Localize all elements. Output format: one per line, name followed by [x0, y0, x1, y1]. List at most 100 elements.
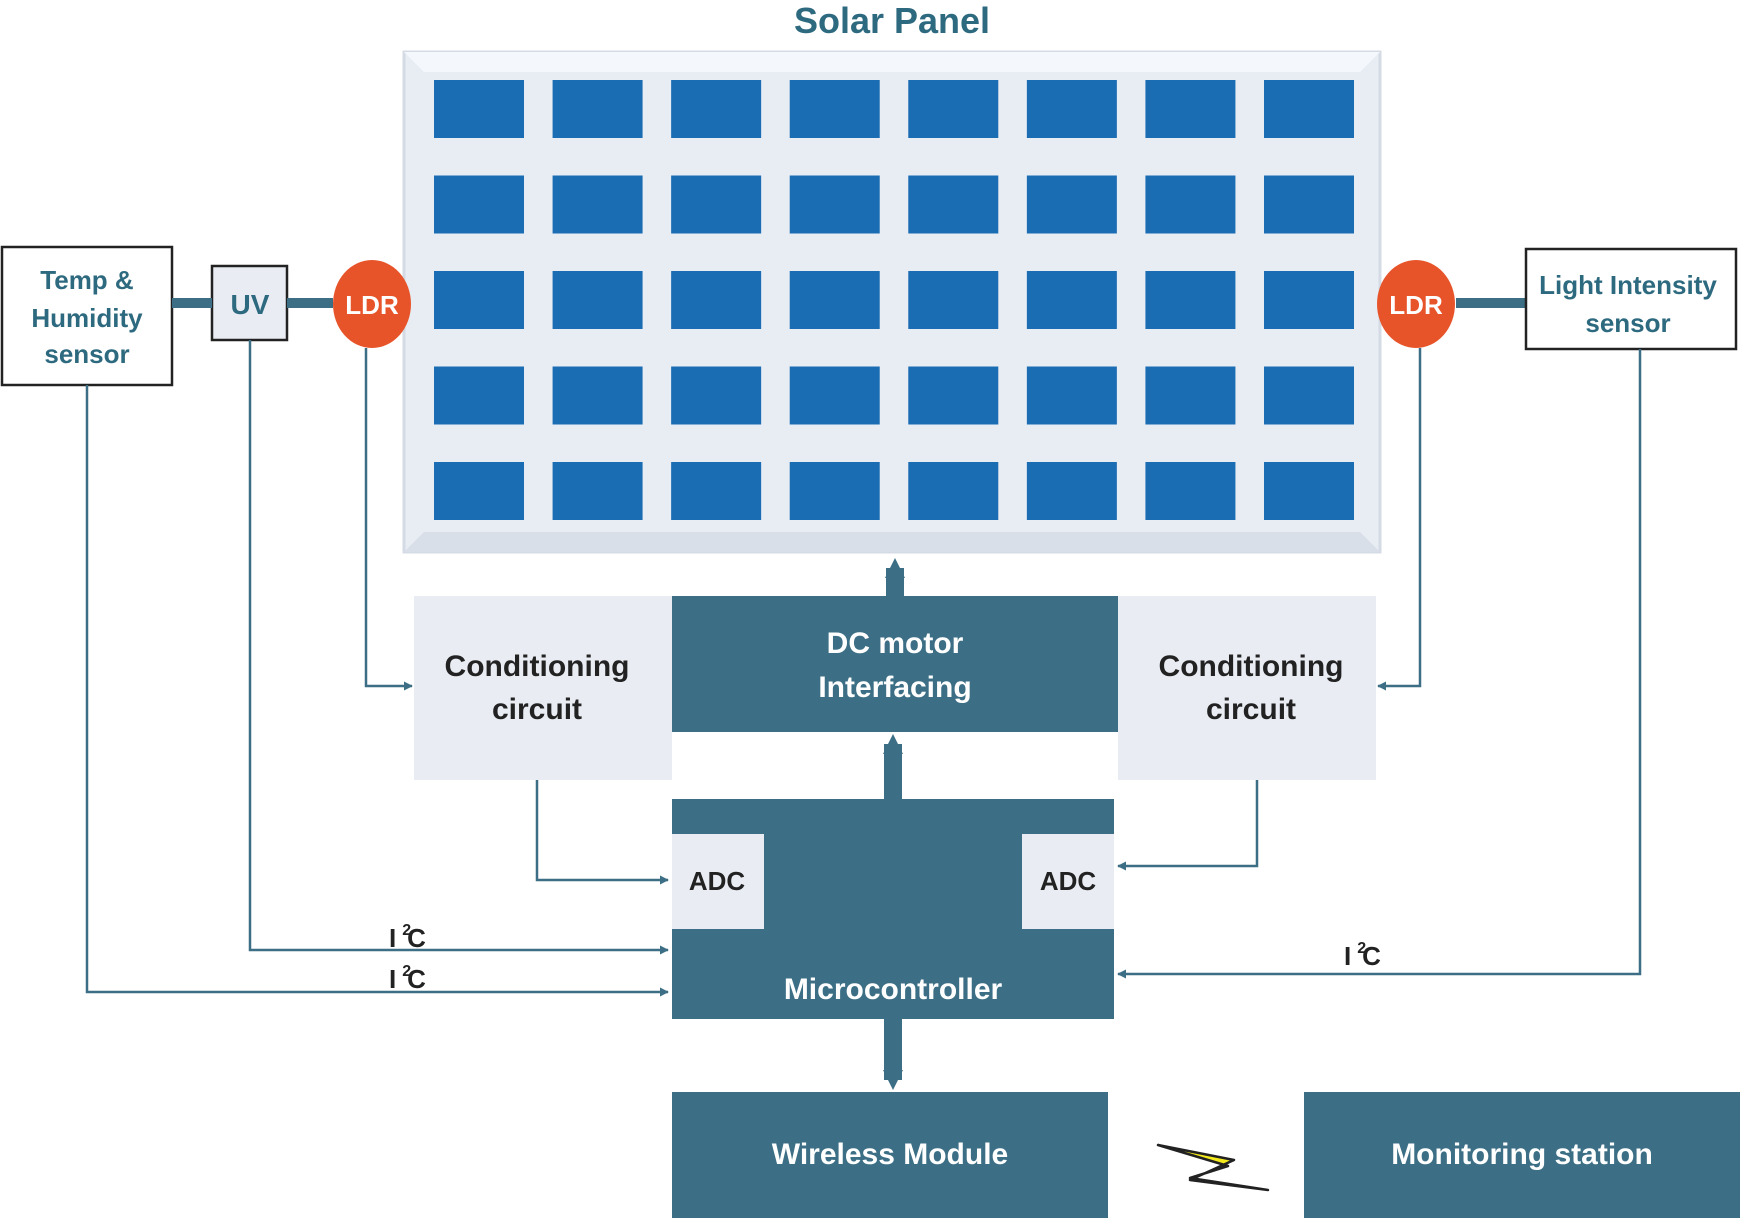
- line-conditioning-left-to-adc: [535, 780, 669, 885]
- temp-humidity-label-line3: sensor: [44, 339, 129, 369]
- solar-cell: [908, 175, 999, 234]
- conditioning-circuit-right: Conditioning circuit: [1118, 596, 1376, 780]
- light-intensity-label-line2: sensor: [1585, 308, 1670, 338]
- solar-cell: [1145, 462, 1236, 520]
- solar-cell: [434, 175, 524, 234]
- solar-cell: [1026, 366, 1117, 425]
- solar-cell: [1145, 80, 1236, 138]
- svg-text:I2C: I2C: [389, 963, 426, 994]
- i2c-temp-tail: C: [407, 964, 426, 994]
- solar-cell: [434, 271, 524, 329]
- solar-cell: [434, 462, 524, 520]
- microcontroller-label: Microcontroller: [784, 973, 1003, 1006]
- solar-cell: [552, 80, 643, 138]
- i2c-temp-sup: 2: [402, 963, 411, 980]
- conditioning-left-line1: Conditioning: [445, 650, 630, 683]
- solar-cell: [671, 366, 762, 425]
- i2c-temp-base: I: [389, 964, 396, 994]
- i2c-light-tail: C: [1362, 941, 1381, 971]
- i2c-uv-tail: C: [407, 923, 426, 953]
- line-temp-to-mcu: [85, 385, 669, 997]
- ldr-right-label: LDR: [1389, 290, 1443, 320]
- line-light-to-mcu: [1117, 349, 1642, 979]
- conditioning-circuit-right-box: [1118, 596, 1376, 780]
- solar-cell: [789, 462, 880, 520]
- solar-cell: [1026, 80, 1117, 138]
- solar-cell: [1264, 271, 1354, 329]
- solar-cell: [789, 271, 880, 329]
- dc-motor-interfacing: DC motor Interfacing: [672, 596, 1118, 732]
- solar-cell: [908, 462, 999, 520]
- ldr-left: LDR: [333, 260, 411, 348]
- adc-right-box: [1022, 834, 1114, 929]
- i2c-light-base: I: [1344, 941, 1351, 971]
- svg-text:I2C: I2C: [1344, 940, 1381, 971]
- adc-right-label: ADC: [1040, 866, 1097, 896]
- dc-motor-interfacing-box: [672, 596, 1118, 732]
- light-intensity-sensor-box: [1524, 247, 1738, 351]
- solar-cell: [789, 366, 880, 425]
- dc-motor-line1: DC motor: [827, 627, 964, 660]
- solar-cell: [671, 271, 762, 329]
- solar-cell: [1026, 271, 1117, 329]
- conditioning-circuit-left-box: [414, 596, 672, 780]
- solar-cell: [671, 80, 762, 138]
- solar-cell: [671, 175, 762, 234]
- connector-ldr-light: [1456, 298, 1526, 308]
- solar-panel: [402, 50, 1382, 554]
- wireless-module: Wireless Module: [672, 1092, 1108, 1218]
- solar-cell: [552, 175, 643, 234]
- solar-cell: [671, 462, 762, 520]
- ldr-right: LDR: [1377, 260, 1455, 348]
- solar-cell: [908, 271, 999, 329]
- uv-sensor-label: UV: [231, 289, 270, 320]
- i2c-uv-sup: 2: [402, 922, 411, 939]
- conditioning-left-line2: circuit: [492, 693, 582, 726]
- light-intensity-sensor: Light Intensity sensor: [1524, 247, 1738, 351]
- i2c-uv-base: I: [389, 923, 396, 953]
- solar-cell: [1026, 175, 1117, 234]
- solar-cell: [789, 80, 880, 138]
- light-intensity-label-line1: Light Intensity: [1539, 270, 1717, 300]
- connector-temp-uv: [172, 298, 212, 308]
- uv-sensor: UV: [210, 264, 289, 342]
- temp-humidity-sensor: Temp & Humidity sensor: [0, 245, 174, 387]
- svg-text:I2C: I2C: [389, 922, 426, 953]
- line-ldr-left-to-conditioning: [364, 348, 413, 691]
- connector-uv-ldr: [287, 298, 333, 308]
- conditioning-right-line2: circuit: [1206, 693, 1296, 726]
- line-ldr-right-to-conditioning: [1377, 348, 1422, 691]
- monitoring-station-label: Monitoring station: [1391, 1138, 1653, 1171]
- solar-cell: [552, 366, 643, 425]
- adc-left-label: ADC: [689, 866, 746, 896]
- monitoring-station: Monitoring station: [1304, 1092, 1740, 1218]
- wireless-module-label: Wireless Module: [772, 1138, 1008, 1171]
- solar-cell: [1264, 366, 1354, 425]
- solar-cell: [908, 366, 999, 425]
- temp-humidity-label-line1: Temp &: [40, 265, 133, 295]
- ldr-right-shape: [1377, 260, 1455, 348]
- solar-cell: [908, 80, 999, 138]
- line-uv-to-mcu: [248, 340, 669, 955]
- solar-cell: [1145, 271, 1236, 329]
- solar-cell: [789, 175, 880, 234]
- diagram-title: Solar Panel: [794, 0, 990, 41]
- line-conditioning-right-to-adc: [1117, 780, 1259, 871]
- solar-panel-bevel: [404, 52, 1380, 72]
- solar-cell: [434, 366, 524, 425]
- solar-cell: [1145, 366, 1236, 425]
- temp-humidity-label-line2: Humidity: [31, 303, 143, 333]
- wireless-link-bolt-icon: [1156, 1143, 1270, 1192]
- solar-cell: [1145, 175, 1236, 234]
- conditioning-right-line1: Conditioning: [1159, 650, 1344, 683]
- ldr-left-label: LDR: [345, 290, 399, 320]
- solar-cell-grid: [434, 80, 1354, 520]
- solar-cell: [1264, 175, 1354, 234]
- uv-sensor-box: [210, 264, 289, 342]
- wireless-module-box: [672, 1092, 1108, 1218]
- signal-lines: [85, 340, 1642, 997]
